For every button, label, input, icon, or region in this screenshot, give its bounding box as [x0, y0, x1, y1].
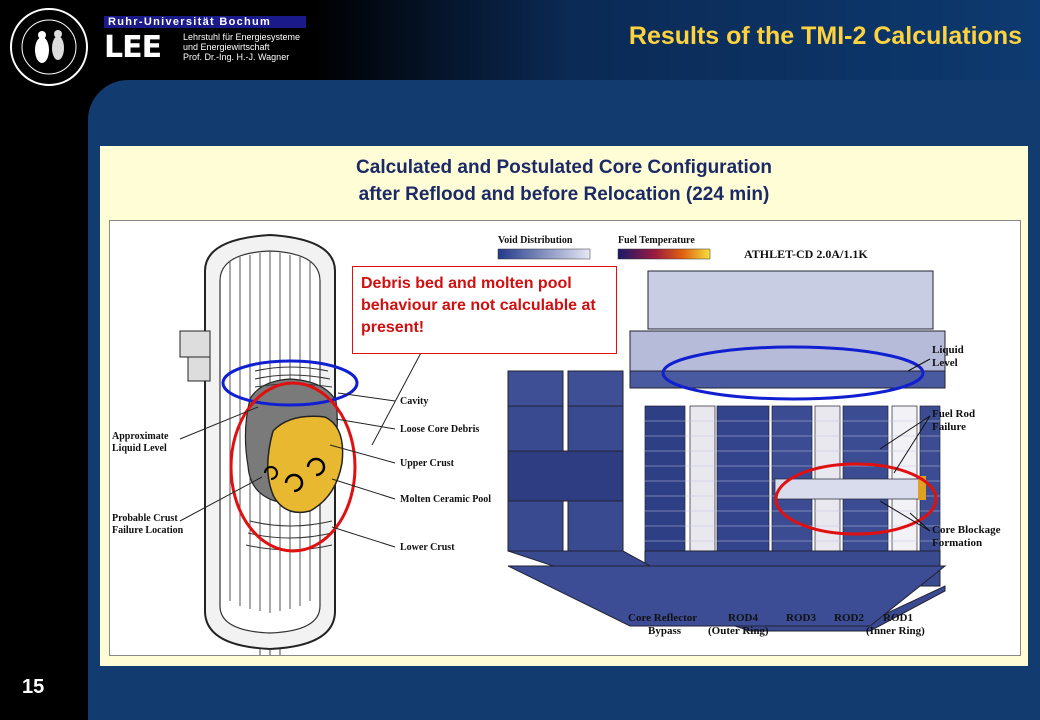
institute-line: Lehrstuhl für Energiesysteme	[183, 32, 301, 42]
label-crust-failure-2: Failure Location	[112, 525, 184, 536]
institute-subtitle: Lehrstuhl für Energiesysteme und Energie…	[183, 32, 300, 62]
molten-pool-ellipse	[229, 381, 357, 553]
label-cavity: Cavity	[400, 396, 428, 407]
callout-note: Debris bed and molten pool behaviour are…	[352, 266, 617, 354]
label-lower-crust: Lower Crust	[400, 542, 455, 553]
label-crust-failure: Probable Crust	[112, 513, 178, 524]
reactor-vessel-drawing	[179, 233, 441, 655]
figure-caption: Calculated and Postulated Core Configura…	[100, 154, 1028, 208]
page-number: 15	[22, 676, 45, 698]
university-seal-icon	[10, 8, 88, 86]
label-level: Level	[932, 357, 958, 369]
legend-fuel-title: Fuel Temperature	[618, 235, 695, 246]
label-bypass: Bypass	[648, 625, 682, 637]
label-approx-level-2: Liquid Level	[112, 443, 167, 454]
fuel-legend: Fuel Temperature	[617, 235, 711, 260]
label-approx-level: Approximate	[112, 431, 169, 442]
institute-line: und Energiewirtschaft	[183, 42, 270, 52]
label-liquid: Liquid	[932, 344, 964, 356]
label-inner-ring: (Inner Ring)	[866, 625, 925, 637]
blockage-ellipse	[774, 462, 938, 536]
legend-void-title: Void Distribution	[498, 235, 573, 246]
athlet-nodalization: Void Distribution Fuel Temperature ATHLE…	[497, 235, 947, 632]
label-rod2: ROD2	[834, 612, 864, 624]
label-fuel-rod: Fuel Rod	[932, 408, 975, 420]
institute-line: Prof. Dr.-Ing. H.-J. Wagner	[183, 52, 290, 62]
label-rod3: ROD3	[786, 612, 816, 624]
institute-logo: LEE	[104, 30, 162, 65]
code-version-label: ATHLET-CD 2.0A/1.1K	[744, 247, 868, 261]
header-band	[0, 0, 1040, 80]
left-sidebar	[0, 80, 90, 720]
label-core-blockage: Core Blockage	[932, 524, 1001, 536]
label-formation: Formation	[932, 537, 982, 549]
label-core-reflector: Core Reflector	[628, 612, 697, 624]
label-failure: Failure	[932, 421, 966, 433]
figure-svg: Approximate Liquid Level Probable Crust …	[112, 233, 1001, 655]
void-legend: Void Distribution	[497, 235, 591, 260]
caption-line-1: Calculated and Postulated Core Configura…	[356, 157, 772, 178]
slide-title: Results of the TMI-2 Calculations	[628, 22, 1022, 50]
label-molten-pool: Molten Ceramic Pool	[400, 494, 491, 505]
label-rod4: ROD4	[728, 612, 758, 624]
label-outer-ring: (Outer Ring)	[708, 625, 769, 637]
university-name: Ruhr-Universität Bochum	[104, 16, 306, 28]
label-upper-crust: Upper Crust	[400, 458, 455, 469]
content-box: Calculated and Postulated Core Configura…	[100, 146, 1028, 666]
liquid-level-ellipse	[221, 359, 359, 407]
caption-line-2: after Reflood and before Relocation (224…	[358, 184, 770, 205]
figure-area: Approximate Liquid Level Probable Crust …	[109, 220, 1021, 656]
label-loose-debris: Loose Core Debris	[400, 424, 479, 435]
label-rod1: ROD1	[883, 612, 913, 624]
liquid-level-ellipse-right	[661, 345, 925, 401]
